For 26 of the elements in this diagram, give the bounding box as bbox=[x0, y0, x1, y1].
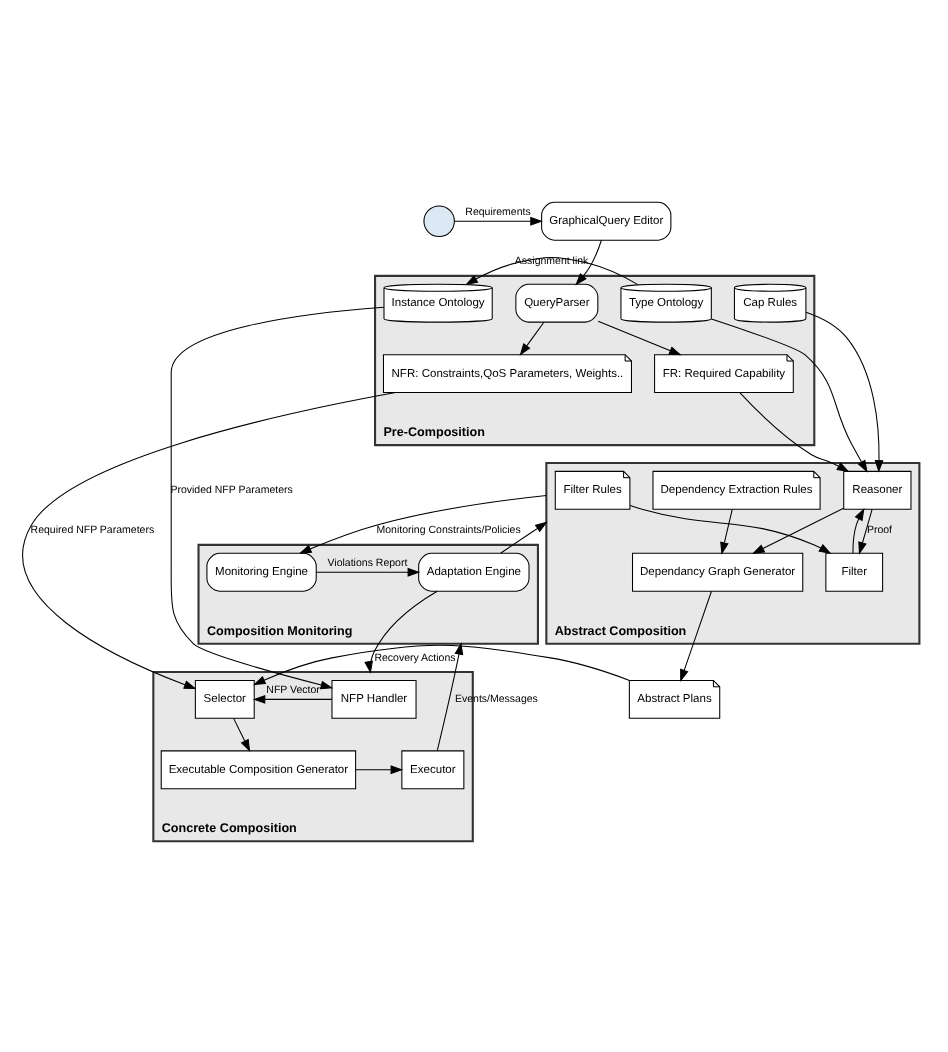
arrow bbox=[709, 318, 867, 473]
arrow bbox=[251, 644, 630, 686]
arrow bbox=[453, 216, 542, 226]
arrow bbox=[518, 321, 544, 356]
arrow bbox=[435, 642, 463, 752]
arrow bbox=[857, 508, 872, 555]
arrow bbox=[574, 239, 601, 286]
arrow bbox=[596, 320, 681, 356]
arrow bbox=[679, 590, 711, 682]
arrow bbox=[804, 311, 883, 473]
arrow bbox=[738, 392, 849, 473]
arrow bbox=[232, 717, 250, 753]
arrow bbox=[750, 507, 843, 554]
arrow bbox=[363, 590, 437, 674]
node-person bbox=[422, 205, 454, 238]
arrow bbox=[464, 256, 638, 285]
arrow bbox=[628, 505, 831, 555]
arrow bbox=[719, 508, 732, 555]
arrow bbox=[297, 494, 546, 554]
arrow bbox=[169, 306, 384, 690]
arrow bbox=[499, 521, 547, 554]
arrow bbox=[314, 567, 420, 577]
arrow bbox=[21, 392, 396, 689]
arrow bbox=[354, 765, 403, 775]
arrow bbox=[851, 507, 864, 554]
arrow bbox=[251, 694, 332, 704]
